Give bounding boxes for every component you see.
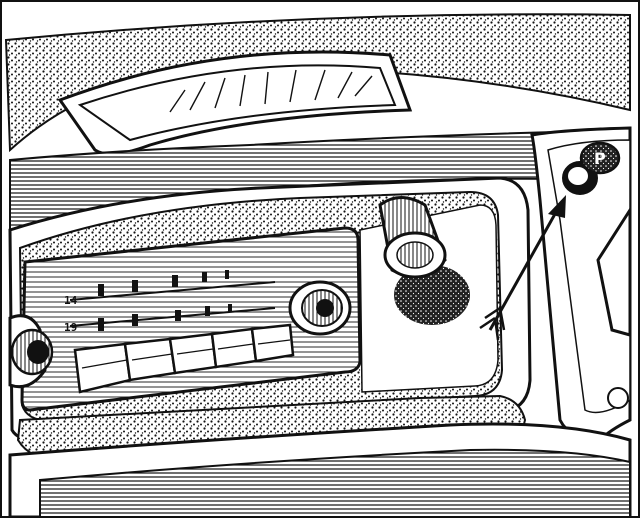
side-screw	[607, 387, 629, 409]
preset-button-4[interactable]	[210, 327, 258, 369]
pull-knob-icon[interactable]	[378, 196, 447, 279]
radio-dial-scale	[69, 281, 276, 327]
side-lever	[596, 204, 632, 337]
preset-button-5[interactable]	[250, 323, 295, 363]
control-knob-icon[interactable]	[8, 314, 54, 389]
pointer-arrow-icon	[479, 195, 566, 341]
knob-shadow	[394, 265, 470, 325]
speedometer-rays	[169, 69, 373, 113]
band-label-upper: 14	[64, 294, 78, 307]
tuning-knob-icon[interactable]	[288, 280, 352, 336]
preset-button-3[interactable]	[168, 332, 218, 375]
radio-dial-ticks	[98, 270, 232, 331]
dash-lower-hatch	[39, 448, 631, 518]
p-knob[interactable]: P	[562, 141, 621, 195]
instrument-window	[77, 64, 397, 142]
band-label-lower: 19	[64, 321, 77, 334]
preset-button-shading	[81, 339, 291, 369]
preset-buttons	[73, 323, 295, 394]
p-knob-label: P	[594, 149, 606, 168]
